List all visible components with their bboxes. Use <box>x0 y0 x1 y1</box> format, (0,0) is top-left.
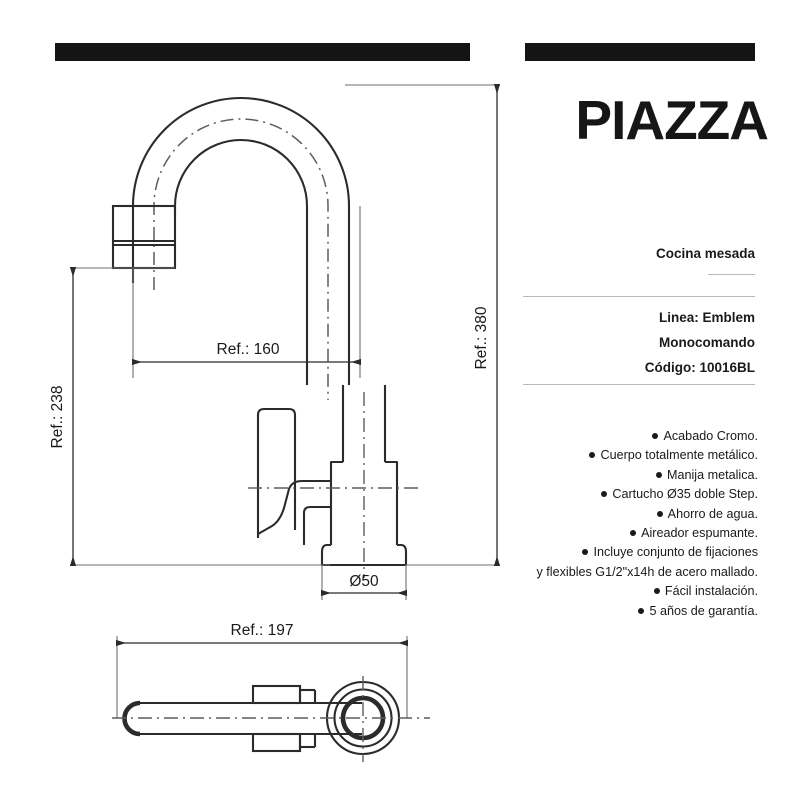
bullet-icon <box>589 452 596 459</box>
divider-bottom <box>523 384 755 385</box>
technical-drawing: Ref.: 380 Ref.: 238 Ref.: 160 Ø50 Ref.: … <box>49 84 501 762</box>
dimension-label-reach: Ref.: 160 <box>217 341 280 358</box>
dimension-label-plan-length: Ref.: 197 <box>231 622 294 639</box>
divider-short <box>708 274 755 275</box>
dimension-label-height-total: Ref.: 380 <box>473 306 490 369</box>
feature-item: Fácil instalación. <box>510 582 758 601</box>
divider-top <box>523 296 755 297</box>
product-code: Código: 10016BL <box>644 360 755 375</box>
feature-text-continuation: y flexibles G1/2"x14h de acero mallado. <box>536 564 759 579</box>
feature-text: Acabado Cromo. <box>663 429 758 443</box>
product-category: Cocina mesada <box>655 246 755 261</box>
bullet-icon <box>656 471 662 478</box>
bullet-icon <box>601 491 608 498</box>
bullet-icon <box>582 549 589 556</box>
feature-text: Cuerpo totalmente metálico. <box>600 448 758 463</box>
feature-item: Incluye conjunto de fijaciones <box>510 543 758 562</box>
header-bar-left <box>55 43 470 61</box>
bullet-icon <box>638 607 645 614</box>
feature-item: 5 años de garantía. <box>510 602 758 621</box>
brand-title: PIAZZA <box>575 89 769 151</box>
feature-item: Aireador espumante. <box>510 524 758 543</box>
dimension-label-base-diameter: Ø50 <box>349 573 379 590</box>
feature-text: Aireador espumante. <box>641 526 758 541</box>
feature-text: Manija metalica. <box>667 467 758 482</box>
product-type: Monocomando <box>659 335 755 350</box>
feature-item: Cuerpo totalmente metálico. <box>510 446 758 465</box>
bullet-icon <box>652 433 659 439</box>
dimension-label-height-spout: Ref.: 238 <box>49 386 66 449</box>
header-bar-right <box>525 43 755 61</box>
bullet-icon <box>630 530 637 537</box>
product-spec-list: Linea: Emblem Monocomando Código: 10016B… <box>510 305 755 380</box>
feature-item: Ahorro de agua. <box>510 505 758 524</box>
feature-item: Manija metalica. <box>510 466 758 485</box>
feature-text: Ahorro de agua. <box>667 506 758 521</box>
feature-list: Acabado Cromo. Cuerpo totalmente metálico… <box>510 427 759 621</box>
feature-text: Fácil instalación. <box>664 584 758 599</box>
product-line: Linea: Emblem <box>658 310 755 325</box>
spec-panel: PIAZZA Cocina mesada Linea: Emblem Monoc… <box>510 0 800 800</box>
bullet-icon <box>653 588 660 595</box>
feature-text: Incluye conjunto de fijaciones <box>593 545 758 560</box>
feature-text: Cartucho Ø35 doble Step. <box>612 487 758 502</box>
feature-item: Cartucho Ø35 doble Step. <box>510 485 758 504</box>
feature-text: 5 años de garantía. <box>649 603 758 618</box>
feature-item: Acabado Cromo. <box>510 427 758 446</box>
bullet-icon <box>656 510 663 517</box>
